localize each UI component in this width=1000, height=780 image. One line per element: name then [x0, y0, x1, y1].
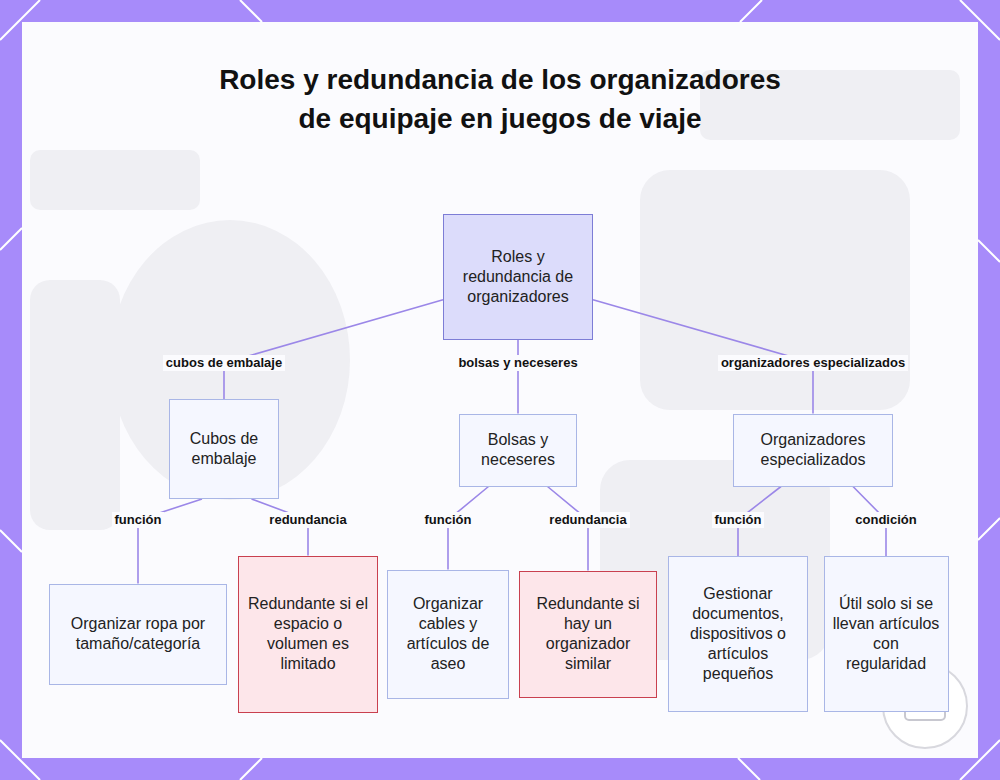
category-box: Organizadores especializados	[733, 414, 893, 487]
edge-label: bolsas y neceseres	[455, 355, 580, 371]
category-box: Bolsas y neceseres	[459, 414, 577, 487]
diagram-title: Roles y redundancia de los organizadores…	[200, 60, 800, 138]
edge-label: organizadores especializados	[718, 355, 908, 371]
edge-label: condición	[852, 512, 919, 528]
node-text: Organizar cables y artículos de aseo	[396, 594, 500, 674]
category-box: Gestionar documentos, dispositivos o art…	[668, 556, 808, 712]
category-box: Cubos de embalaje	[169, 399, 279, 499]
category-box: Organizar cables y artículos de aseo	[387, 570, 509, 699]
category-box: Útil solo si se llevan artículos con reg…	[824, 556, 949, 712]
node-text: Útil solo si se llevan artículos con reg…	[833, 594, 940, 674]
edge-label: función	[112, 512, 165, 528]
node-text: Gestionar documentos, dispositivos o art…	[677, 584, 799, 684]
category-box: Organizar ropa por tamaño/categoría	[49, 584, 227, 685]
connector-line	[517, 340, 519, 414]
node-text: Bolsas y neceseres	[468, 430, 568, 470]
node-text: Cubos de embalaje	[178, 429, 270, 469]
node-text: Redundante si el espacio o volumen es li…	[247, 594, 369, 674]
redundancy-box: Redundante si el espacio o volumen es li…	[238, 556, 378, 713]
node-text: Redundante si hay un organizador similar	[528, 594, 648, 674]
connector-line	[224, 300, 443, 399]
redundancy-box: Redundante si hay un organizador similar	[519, 571, 657, 698]
edge-label: redundancia	[266, 512, 349, 528]
node-text: Organizar ropa por tamaño/categoría	[58, 614, 218, 654]
edge-label: función	[422, 512, 475, 528]
node-text: Roles y redundancia de organizadores	[452, 247, 584, 307]
edge-label: cubos de embalaje	[163, 355, 285, 371]
edge-label: redundancia	[546, 512, 629, 528]
connector-line	[548, 487, 589, 571]
root-box: Roles y redundancia de organizadores	[443, 214, 593, 340]
node-text: Organizadores especializados	[742, 430, 884, 470]
connector-line	[448, 487, 489, 570]
edge-label: función	[712, 512, 765, 528]
